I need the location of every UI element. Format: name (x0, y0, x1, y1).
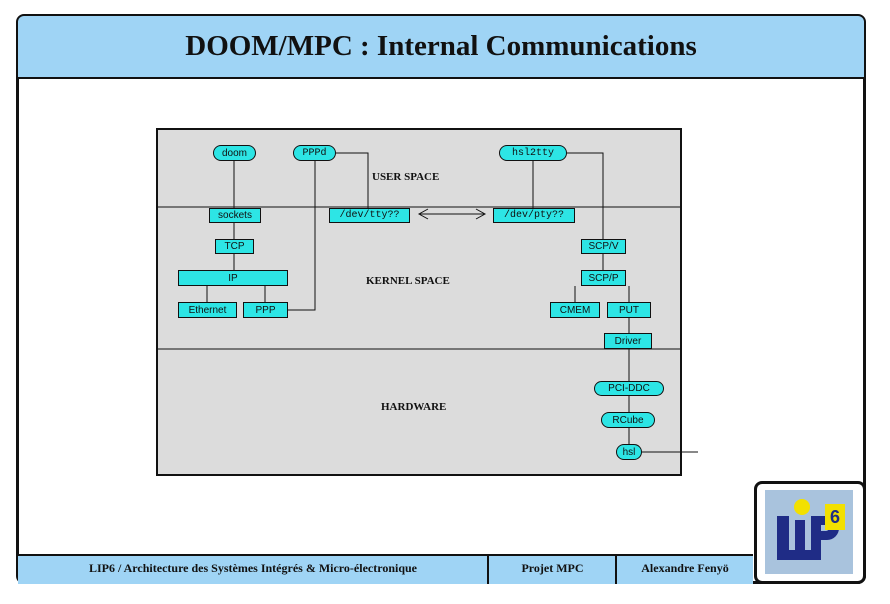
node-pci-ddc: PCI-DDC (594, 381, 664, 396)
title-bar (18, 16, 864, 79)
footer-bar (18, 554, 753, 584)
footer-project: Projet MPC (521, 560, 584, 575)
zone-label-kernel-space: KERNEL SPACE (366, 275, 450, 287)
node-cmem: CMEM (550, 302, 600, 318)
node-put: PUT (607, 302, 651, 318)
slide-title: DOOM/MPC : Internal Communications (185, 30, 697, 62)
node-doom: doom (213, 145, 256, 161)
node-rcube: RCube (601, 412, 655, 428)
node-ppp: PPP (243, 302, 288, 318)
node-dev-tty: /dev/tty?? (329, 208, 410, 223)
node-sockets: sockets (209, 208, 261, 223)
footer-author: Alexandre Fenyö (641, 560, 729, 575)
node-driver: Driver (604, 333, 652, 349)
lip6-logo: 6 (777, 499, 845, 560)
zone-label-hardware: HARDWARE (381, 401, 447, 413)
footer-lab: LIP6 / Architecture des Systèmes Intégré… (88, 560, 418, 575)
zone-label-user-space: USER SPACE (372, 171, 440, 183)
footer-divider (487, 554, 489, 584)
node-tcp: TCP (215, 239, 254, 254)
footer-divider (615, 554, 617, 584)
node-ethernet: Ethernet (178, 302, 237, 318)
svg-text:6: 6 (830, 507, 840, 527)
node-hsl2tty: hsl2tty (499, 145, 567, 161)
node-ip: IP (178, 270, 288, 286)
node-hsl: hsl (616, 444, 642, 460)
node-scp-v: SCP/V (581, 239, 626, 254)
node-pppd: PPPd (293, 145, 336, 161)
node-dev-pty: /dev/pty?? (493, 208, 575, 223)
node-scp-p: SCP/P (581, 270, 626, 286)
